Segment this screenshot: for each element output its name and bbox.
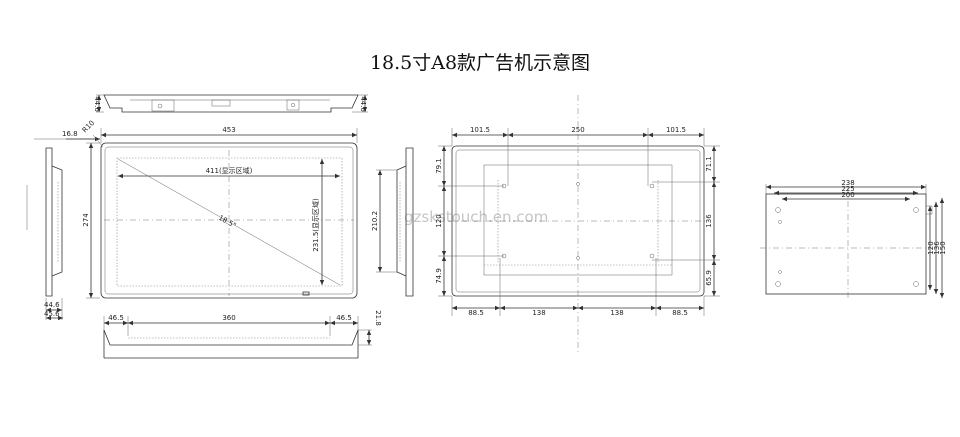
top-view: 44.6 44.6 [93,94,368,113]
left-side-view: 16.8 44.6 45.6 [26,130,100,321]
bottom-view: 46.5 360 46.5 21.8 [103,310,382,359]
back-bottom-3: 138 [610,309,623,317]
side-offset-label: 16.8 [62,130,78,138]
top-view-height-left: 44.6 [93,96,101,112]
bracket-width-1: 238 [841,179,854,187]
right-side-height-label: 210.2 [371,211,379,231]
left-side-depth-1: 44.6 [44,301,60,309]
back-left-3: 74.9 [435,268,443,284]
back-left-1: 79.1 [435,158,443,174]
front-view: 453 R10 274 411(显示区域) 231.5(显示区域) 18.5" [81,119,358,299]
back-left-2: 120 [435,214,443,227]
drawing-title: 18.5寸A8款广告机示意图 [369,52,591,74]
back-view: 101.5 250 101.5 88.5 138 138 88.5 79.1 1… [435,95,720,355]
bracket-height-3: 150 [939,241,947,254]
back-right-2: 136 [705,214,713,228]
back-right-1: 71.1 [705,156,713,172]
right-side-view: 210.2 [371,147,414,297]
bottom-mid-label: 360 [222,314,235,322]
back-top-right: 101.5 [666,126,686,134]
left-side-depth-2: 45.6 [44,310,60,318]
bracket-height-2: 136 [933,241,941,255]
bracket-view: 238 225 200 120 136 150 [760,179,947,300]
bottom-right-label: 46.5 [336,314,352,322]
top-view-height-right: 44.6 [359,96,367,112]
back-right-3: 65.9 [705,270,713,286]
bracket-width-3: 200 [841,191,854,199]
back-bottom-1: 88.5 [468,309,484,317]
bracket-width-2: 225 [841,185,854,193]
bottom-height-label: 21.8 [374,310,382,326]
back-bottom-2: 138 [532,309,545,317]
active-height-label: 231.5(显示区域) [311,198,320,252]
corner-radius-label: R10 [81,119,96,134]
bottom-left-label: 46.5 [108,314,124,322]
watermark-text: gzskstouch.en.com [404,208,549,226]
front-height-label: 274 [82,213,90,227]
active-width-label: 411(显示区域) [206,166,253,175]
back-bottom-4: 88.5 [672,309,688,317]
back-top-mid: 250 [571,126,584,134]
back-top-left: 101.5 [470,126,490,134]
diagonal-label: 18.5" [217,214,237,230]
front-width-label: 453 [222,126,235,134]
bracket-height-1: 120 [927,241,935,254]
